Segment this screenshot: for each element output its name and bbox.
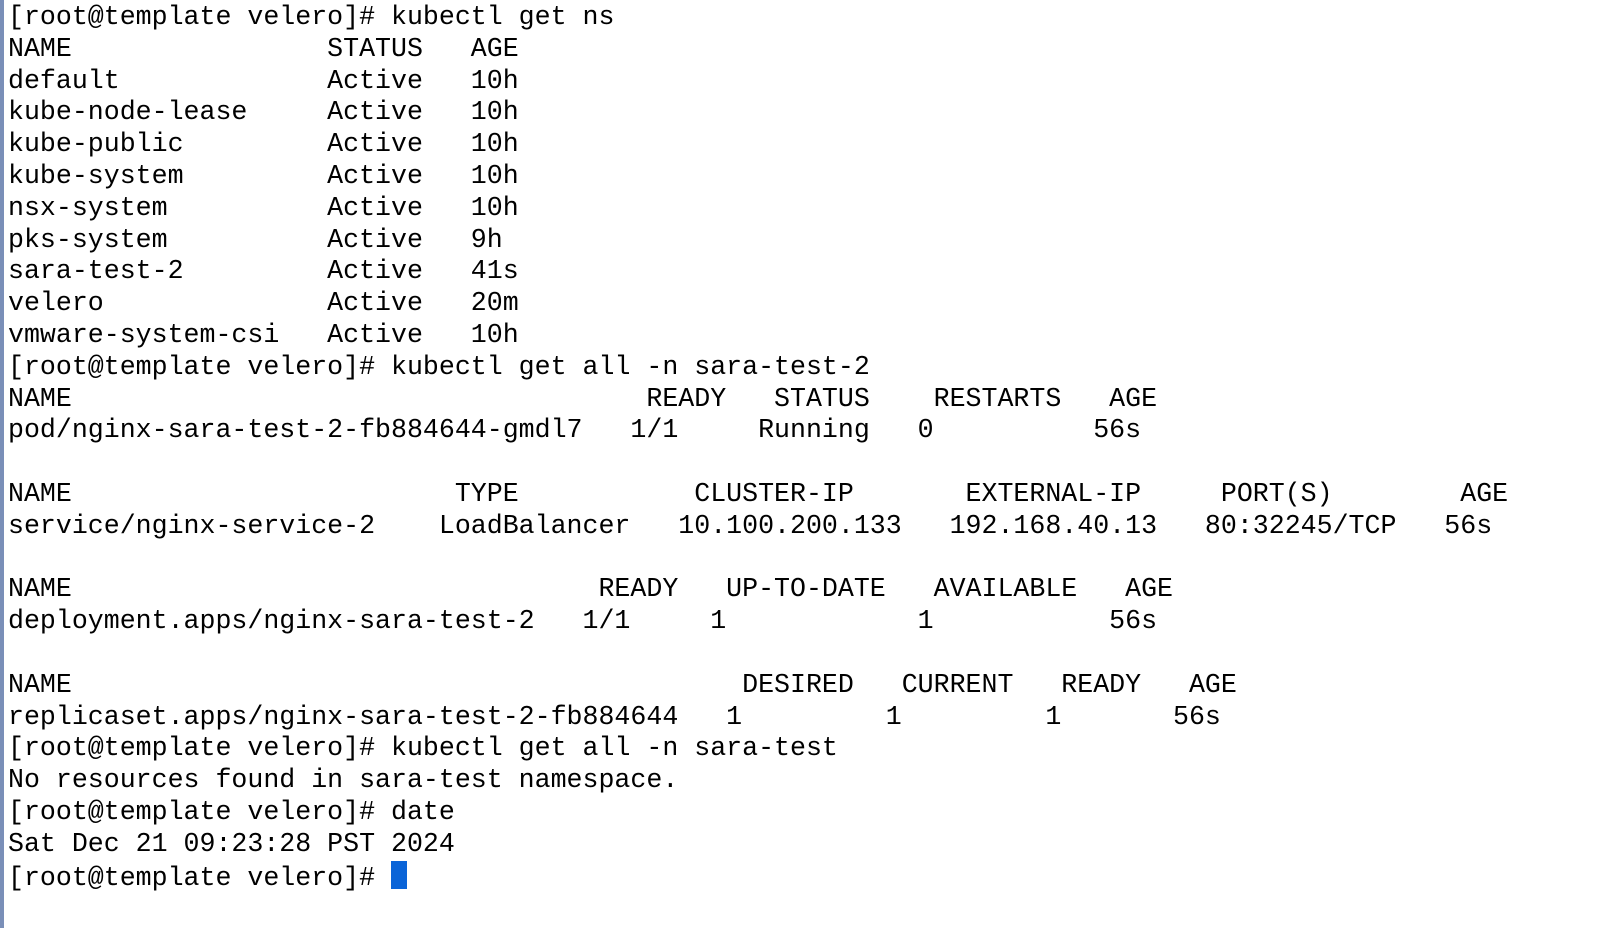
output-line: kube-node-lease Active 10h bbox=[8, 97, 519, 128]
output-line: No resources found in sara-test namespac… bbox=[8, 765, 679, 796]
output-line: sara-test-2 Active 41s bbox=[8, 256, 519, 287]
output-line: deployment.apps/nginx-sara-test-2 1/1 1 … bbox=[8, 606, 1158, 637]
shell-prompt: [root@template velero]# bbox=[8, 2, 392, 32]
output-line: replicaset.apps/nginx-sara-test-2-fb8846… bbox=[8, 701, 1221, 732]
output-line: pod/nginx-sara-test-2-fb884644-gmdl7 1/1… bbox=[8, 415, 1142, 446]
output-line: NAME DESIRED CURRENT READY AGE bbox=[8, 669, 1237, 700]
command-text: kubectl get ns bbox=[391, 2, 615, 32]
output-line: kube-system Active 10h bbox=[8, 160, 519, 191]
output-line: vmware-system-csi Active 10h bbox=[8, 319, 519, 350]
text-cursor[interactable] bbox=[391, 860, 408, 889]
output-line: NAME READY UP-TO-DATE AVAILABLE AGE bbox=[8, 574, 1173, 605]
output-line: service/nginx-service-2 LoadBalancer 10.… bbox=[8, 510, 1493, 541]
output-line: pks-system Active 9h bbox=[8, 224, 503, 255]
command-text: date bbox=[391, 796, 455, 827]
output-line: nsx-system Active 10h bbox=[8, 192, 519, 223]
command-text: kubectl get all -n sara-test-2 bbox=[391, 351, 870, 382]
window-left-border bbox=[0, 0, 4, 928]
command-line: [root@template velero]# date bbox=[8, 797, 1508, 829]
command-line: [root@template velero]# kubectl get all … bbox=[8, 733, 1508, 765]
output-line: Sat Dec 21 09:23:28 PST 2024 bbox=[8, 828, 455, 859]
command-line: [root@template velero]# bbox=[8, 860, 1508, 893]
shell-prompt: [root@template velero]# bbox=[8, 796, 392, 827]
output-line: velero Active 20m bbox=[8, 288, 519, 319]
output-line: NAME TYPE CLUSTER-IP EXTERNAL-IP PORT(S)… bbox=[8, 478, 1509, 509]
output-line bbox=[8, 447, 1508, 479]
shell-prompt: [root@template velero]# bbox=[8, 862, 392, 893]
output-line: NAME STATUS AGE bbox=[8, 33, 519, 64]
output-line: default Active 10h bbox=[8, 65, 519, 96]
command-line: [root@template velero]# kubectl get all … bbox=[8, 352, 1508, 384]
output-line bbox=[8, 543, 1508, 575]
shell-prompt: [root@template velero]# bbox=[8, 351, 392, 382]
output-line: kube-public Active 10h bbox=[8, 129, 519, 160]
output-line: NAME READY STATUS RESTARTS AGE bbox=[8, 383, 1158, 414]
command-line: [root@template velero]# kubectl get ns bbox=[8, 2, 1508, 34]
command-text: kubectl get all -n sara-test bbox=[391, 733, 838, 764]
shell-prompt: [root@template velero]# bbox=[8, 733, 392, 764]
output-line bbox=[8, 638, 1508, 670]
